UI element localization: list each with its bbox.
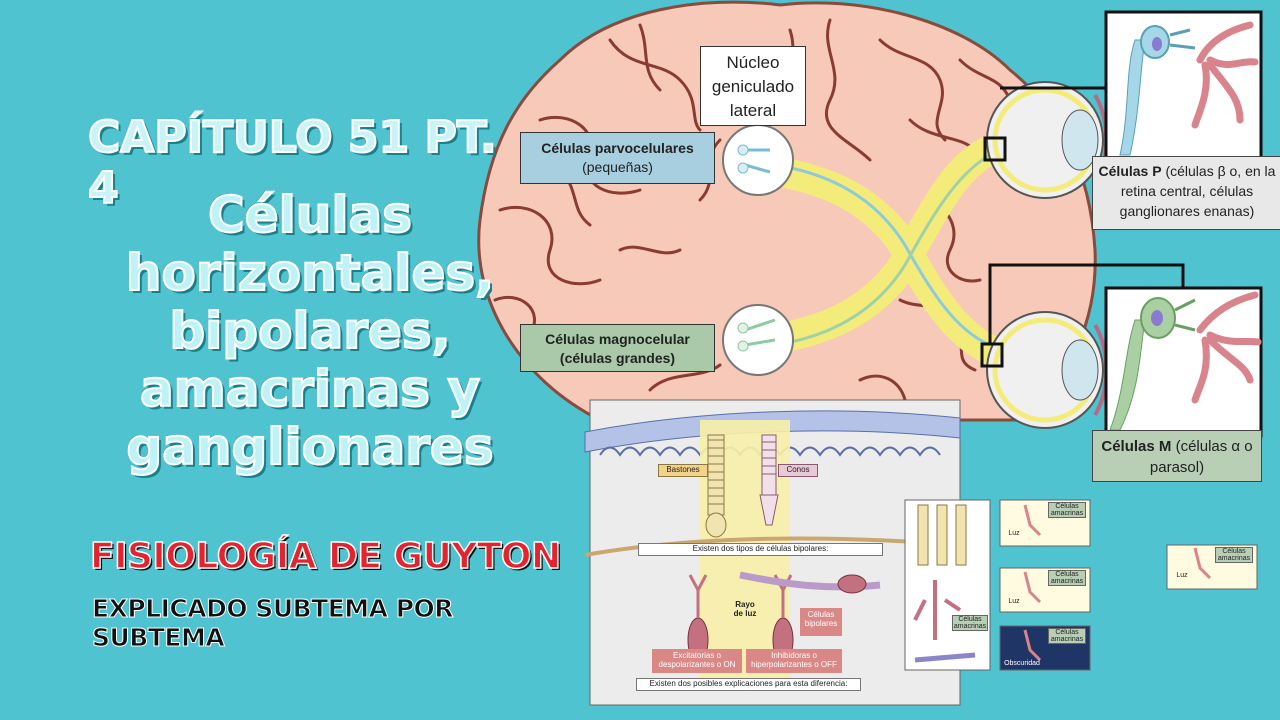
light-label-thumb2: Luz <box>1008 598 1020 605</box>
amacrine-label-line: amacrinas <box>953 623 987 630</box>
main-title-line: horizontales, <box>125 243 495 303</box>
connector-lower <box>988 263 1185 344</box>
lgn-label-line: Núcleo <box>726 53 780 72</box>
main-title: Células horizontales, bipolares, amacrin… <box>60 185 560 477</box>
bipolar-cells-label: Células bipolares <box>800 608 842 636</box>
amacrine-label-line: amacrinas <box>1050 636 1084 643</box>
magnocellular-label: Células magnocelular (células grandes) <box>520 324 715 372</box>
parvocellular-subtitle: (pequeñas) <box>582 159 653 175</box>
amacrine-label-line: Células <box>1055 503 1079 510</box>
amacrine-label-line: amacrinas <box>1050 510 1084 517</box>
amacrine-label-line: Células <box>1055 629 1079 636</box>
amacrine-label-line: amacrinas <box>1217 555 1251 562</box>
bipolar-cells-line: bipolares <box>804 619 838 628</box>
lgn-magno-circle <box>722 304 794 376</box>
rods-label: Bastones <box>658 464 708 477</box>
series-title: FISIOLOGÍA DE GUYTON <box>89 535 562 578</box>
thumbnail-4 <box>1166 544 1258 590</box>
m-cell-zoom-box <box>1104 286 1263 438</box>
p-cell-zoom-box <box>1104 10 1263 164</box>
lgn-parvo-circle <box>722 124 794 196</box>
cones-label: Conos <box>778 464 818 477</box>
off-bipolar-line: hiperpolarizantes o OFF <box>751 660 837 669</box>
lgn-label-line: lateral <box>729 101 777 120</box>
parvocellular-label: Células parvocelulares (pequeñas) <box>520 132 715 184</box>
darkness-label-thumb3: Obscuridad <box>1004 660 1040 667</box>
light-ray-line: Rayo <box>735 600 755 609</box>
parvocellular-title: Células parvocelulares <box>541 140 694 156</box>
series-subtitle: EXPLICADO SUBTEMA POR SUBTEMA <box>92 594 455 653</box>
main-title-line: bipolares, <box>168 301 451 361</box>
main-title-line: Células <box>207 185 413 245</box>
chapter-title: CAPÍTULO 51 PT. 4 <box>87 111 498 215</box>
thumbnail-2 <box>999 567 1091 613</box>
p-cells-description: (células β o, en la retina central, célu… <box>1119 163 1276 219</box>
retina-thumbnail-column <box>904 499 991 671</box>
amacrine-label-line: Células <box>1222 548 1246 555</box>
eye-lower <box>980 311 1109 429</box>
m-cells-description: (células α o parasol) <box>1149 438 1253 476</box>
off-bipolar-label: Inhibidoras o hiperpolarizantes o OFF <box>746 649 842 673</box>
amacrine-label-line: amacrinas <box>1050 578 1084 585</box>
amacrine-label-thumb4: Células amacrinas <box>1215 547 1253 563</box>
light-ray-label: Rayo de luz <box>725 600 765 618</box>
p-cells-label: Células P (células β o, en la retina cen… <box>1092 156 1280 230</box>
light-label-thumb4: Luz <box>1176 572 1188 579</box>
main-title-line: amacrinas y <box>139 359 481 419</box>
amacrine-label-thumb2: Células amacrinas <box>1048 570 1086 586</box>
bipolar-cells-line: Células <box>807 610 835 619</box>
lgn-label: Núcleo geniculado lateral <box>700 46 806 126</box>
main-title-line: ganglionares <box>125 417 494 477</box>
m-cells-title: Células M <box>1101 438 1172 455</box>
light-ray-line: de luz <box>733 609 757 618</box>
bipolar-types-label: Existen dos tipos de células bipolares: <box>638 543 883 556</box>
amacrine-label-thumb3: Células amacrinas <box>1048 628 1086 644</box>
amacrine-label-thumb1: Células amacrinas <box>1048 502 1086 518</box>
amacrine-label-column: Células amacrinas <box>952 615 988 631</box>
thumbnail-1 <box>999 499 1091 547</box>
optic-tracts <box>755 135 1005 365</box>
m-cells-label: Células M (células α o parasol) <box>1092 430 1262 482</box>
amacrine-label-line: Células <box>958 616 982 623</box>
eye-upper <box>983 81 1109 199</box>
amacrine-label-line: Células <box>1055 571 1079 578</box>
off-bipolar-line: Inhibidoras o <box>771 651 817 660</box>
on-bipolar-line: despolarizantes o ON <box>658 660 736 669</box>
lgn-label-line: geniculado <box>711 77 795 96</box>
on-bipolar-label: Excitatorias o despolarizantes o ON <box>652 649 742 673</box>
on-bipolar-line: Excitatorias o <box>672 651 722 660</box>
p-cells-title: Células P <box>1098 163 1162 179</box>
explanations-label: Existen dos posibles explicaciones para … <box>636 678 861 691</box>
light-label-thumb1: Luz <box>1008 530 1020 537</box>
magnocellular-title: Células magnocelular <box>545 331 690 347</box>
magnocellular-subtitle: (células grandes) <box>559 350 676 366</box>
